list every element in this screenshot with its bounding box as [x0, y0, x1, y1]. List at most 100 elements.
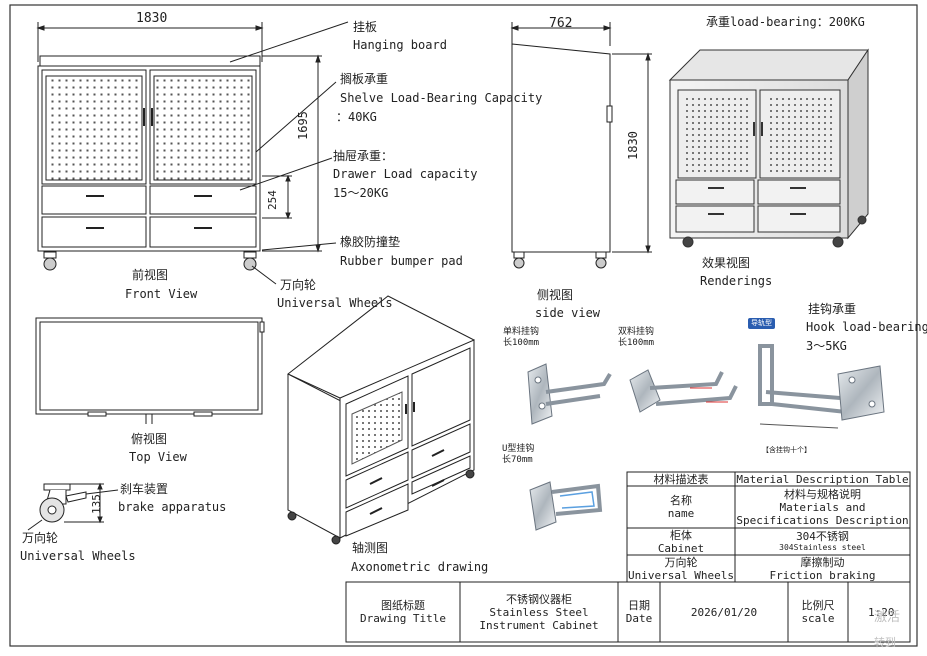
front-width-dim: 1830 [136, 11, 168, 26]
drawing-name-en2: Instrument Cabinet [479, 618, 599, 632]
material-table-header-en-text: Material Description Table [736, 472, 909, 486]
axonometric-title-en: Axonometric drawing [351, 560, 489, 574]
total-load-label: 承重load-bearing：200KG [706, 15, 865, 29]
wheel-row-spec-cn: 摩擦制动 [800, 555, 845, 569]
drawing-name-cn: 不锈钢仪器柜 [506, 592, 572, 606]
cabinet-row-name-en: Cabinet [657, 541, 705, 555]
side-width-dim: 762 [549, 16, 573, 31]
drawing-title-label-en: Drawing Title [359, 612, 447, 625]
watermark-line-1: 激活 [874, 610, 901, 625]
scale-label-en: scale [801, 612, 835, 625]
hook-load-value: 3～5KG [806, 339, 847, 353]
material-table-grid [626, 471, 911, 583]
top-view-title-cn: 俯视图 [131, 432, 168, 446]
date-value-text: 2026/01/20 [690, 605, 758, 619]
universal-wheel-en: Universal Wheels [277, 296, 393, 310]
front-view-title-cn: 前视图 [132, 268, 169, 282]
title-block-grid [345, 581, 911, 643]
u-hook-label: U型挂钩 [502, 444, 535, 454]
drawer-load-cn: 抽屉承重： [333, 149, 394, 163]
material-table-header-cn-text: 材料描述表 [653, 472, 709, 486]
hook-single-image [527, 363, 612, 425]
u-hook-length: 长70mm [502, 455, 533, 465]
brake-label-cn: 刹车装置 [120, 482, 169, 496]
shelf-load-cn: 搁板承重 [340, 72, 389, 86]
hanging-board-en: Hanging board [353, 38, 447, 52]
renderings-title-cn: 效果视图 [702, 256, 751, 270]
rendering-view [668, 48, 869, 248]
cabinet-row-spec-en: 304Stainless steel [779, 543, 866, 552]
wheel-height-dim: 135 [90, 494, 103, 514]
brake-wheel-cn: 万向轮 [22, 531, 59, 545]
spec-col-header-cn: 材料与规格说明 [784, 487, 861, 501]
scale-value: 1:20 [848, 582, 910, 642]
hook-large-image [758, 344, 885, 429]
spec-col-header-en1: Materials and [779, 500, 866, 514]
axonometric-view [287, 295, 475, 545]
scale-label-cn: 比例尺 [801, 599, 835, 612]
brake-detail [27, 482, 119, 531]
drawer-height-dim: 254 [266, 190, 279, 210]
front-view [36, 21, 349, 285]
cabinet-row-name-cn: 柜体 [670, 528, 692, 542]
date-label-cn: 日期 [628, 599, 650, 612]
front-height-dim: 1695 [296, 111, 310, 140]
date-label-en: Date [625, 612, 653, 625]
front-view-title-en: Front View [125, 287, 198, 301]
hanging-board-cn: 挂板 [353, 20, 378, 34]
double-hook-label: 双料挂钩 [618, 327, 655, 337]
drawing-title-label-cn: 图纸标题 [381, 599, 425, 612]
side-view-title-en: side view [535, 306, 601, 320]
renderings-title-en: Renderings [700, 274, 773, 288]
double-hook-length: 长100mm [618, 338, 655, 348]
hook-u-image [529, 481, 603, 531]
material-table-header-cn: 材料描述表 [627, 472, 735, 486]
top-view-title-en: Top View [129, 450, 187, 464]
cabinet-row-spec-cn: 304不锈钢 [796, 530, 849, 543]
hook-count-note: 【含挂钩十个】 [762, 446, 811, 454]
shelf-load-value: ：40KG [336, 110, 377, 124]
drawer-load-en: Drawer Load capacity [333, 167, 478, 181]
brake-label-en: brake apparatus [118, 500, 227, 514]
hook-load-cn: 挂钩承重 [808, 302, 857, 316]
single-hook-length: 长100mm [503, 338, 540, 348]
universal-wheel-cn: 万向轮 [280, 278, 317, 292]
spec-col-header-en2: Specifications Description [736, 513, 909, 527]
hook-load-en: Hook load-bearing： [806, 320, 927, 334]
axonometric-title-cn: 轴测图 [352, 541, 389, 555]
rail-type-chip: 导轨型 [748, 318, 775, 329]
side-height-dim: 1830 [626, 131, 640, 160]
drawer-load-value: 15～20KG [333, 186, 389, 200]
brake-wheel-en: Universal Wheels [20, 549, 136, 563]
sheet-frame [9, 4, 918, 647]
bumper-pad-cn: 橡胶防撞垫 [340, 235, 401, 249]
hook-double-image [629, 369, 738, 413]
wheel-row-name-cn: 万向轮 [664, 555, 698, 569]
side-view [510, 22, 652, 269]
name-col-header-en: name [667, 507, 695, 520]
single-hook-label: 单料挂钩 [503, 327, 540, 337]
material-table-header-en: Material Description Table [735, 472, 910, 486]
scale-value-text: 1:20 [868, 605, 895, 619]
side-view-title-cn: 侧视图 [537, 288, 574, 302]
top-view [35, 317, 265, 424]
drawing-name-en1: Stainless Steel [489, 605, 589, 619]
bumper-pad-en: Rubber bumper pad [340, 254, 463, 268]
shelf-load-en: Shelve Load-Bearing Capacity [340, 91, 543, 105]
wheel-row-spec-en: Friction braking [769, 568, 876, 582]
watermark-line-2: 转到 [874, 636, 896, 649]
wheel-row-name-en: Universal Wheels [628, 568, 734, 582]
date-value: 2026/01/20 [660, 582, 788, 642]
name-col-header-cn: 名称 [670, 494, 692, 507]
